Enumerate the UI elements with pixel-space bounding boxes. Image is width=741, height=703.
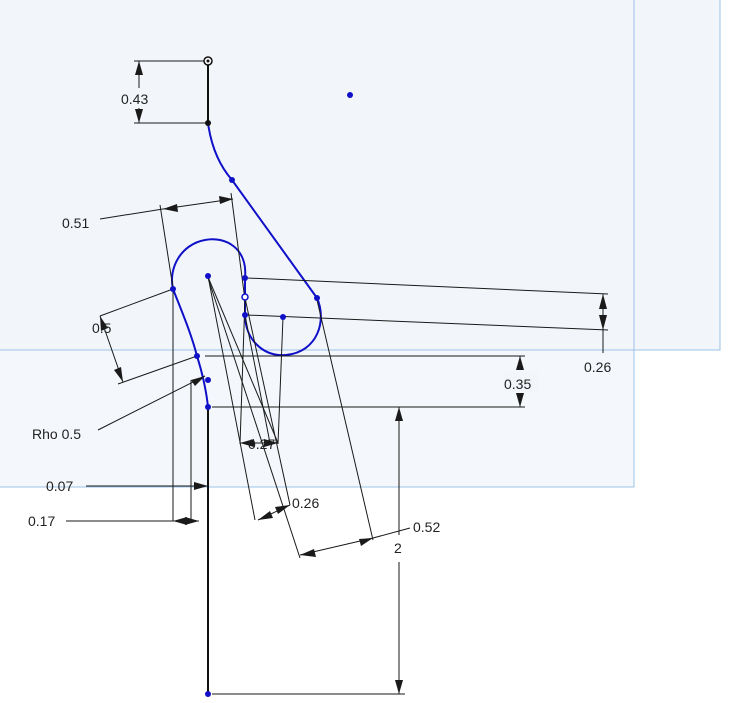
- dimension-label-0-27[interactable]: 0.27: [248, 436, 275, 452]
- dimension-label-0-35[interactable]: 0.35: [504, 376, 531, 392]
- dimension-label-0-51[interactable]: 0.51: [62, 215, 89, 231]
- dimension-label-0-26-right[interactable]: 0.26: [584, 359, 611, 375]
- sketch-line-diagonal[interactable]: [231, 179, 318, 299]
- sketch-point[interactable]: [314, 295, 320, 301]
- dimension-label-0-07[interactable]: 0.07: [46, 478, 73, 494]
- dimension-label-2[interactable]: 2: [394, 540, 402, 556]
- sketch-point-conic-rho[interactable]: [205, 377, 211, 383]
- reference-planes: [0, 0, 721, 488]
- dimension-labels: 0.43 0.51 0.5 Rho 0.5 0.26 0.35 0.27 0.2…: [28, 91, 611, 556]
- sketch-point[interactable]: [205, 404, 211, 410]
- sketch-point-arc-center[interactable]: [205, 273, 211, 279]
- sketch-point[interactable]: [229, 177, 235, 183]
- dimension-label-0-52[interactable]: 0.52: [413, 519, 440, 535]
- sketch-points: [170, 56, 353, 697]
- sketch-point-hollow[interactable]: [241, 293, 249, 301]
- label-backgrounds: [120, 89, 538, 560]
- dimension-label-0-43[interactable]: 0.43: [121, 91, 148, 107]
- plane-top[interactable]: [0, 0, 635, 488]
- dimension-label-0-26-low[interactable]: 0.26: [292, 495, 319, 511]
- sketch-point-arc-center[interactable]: [280, 314, 286, 320]
- sketch-point-bottom[interactable]: [205, 691, 211, 697]
- sketch-point[interactable]: [242, 312, 248, 318]
- dimension-label-rho[interactable]: Rho 0.5: [32, 426, 81, 442]
- sketch-point-free[interactable]: [347, 92, 353, 98]
- dimension-label-0-5[interactable]: 0.5: [92, 320, 112, 336]
- sketch-spline-upper[interactable]: [207, 122, 233, 181]
- sketch-point[interactable]: [205, 120, 211, 126]
- dimension-label-0-17[interactable]: 0.17: [28, 513, 55, 529]
- sketch-point[interactable]: [242, 275, 248, 281]
- dimension-arrows: [100, 61, 607, 694]
- sketch-point[interactable]: [170, 286, 176, 292]
- sketch-point[interactable]: [194, 353, 200, 359]
- sketch-arc-top[interactable]: [171, 238, 247, 290]
